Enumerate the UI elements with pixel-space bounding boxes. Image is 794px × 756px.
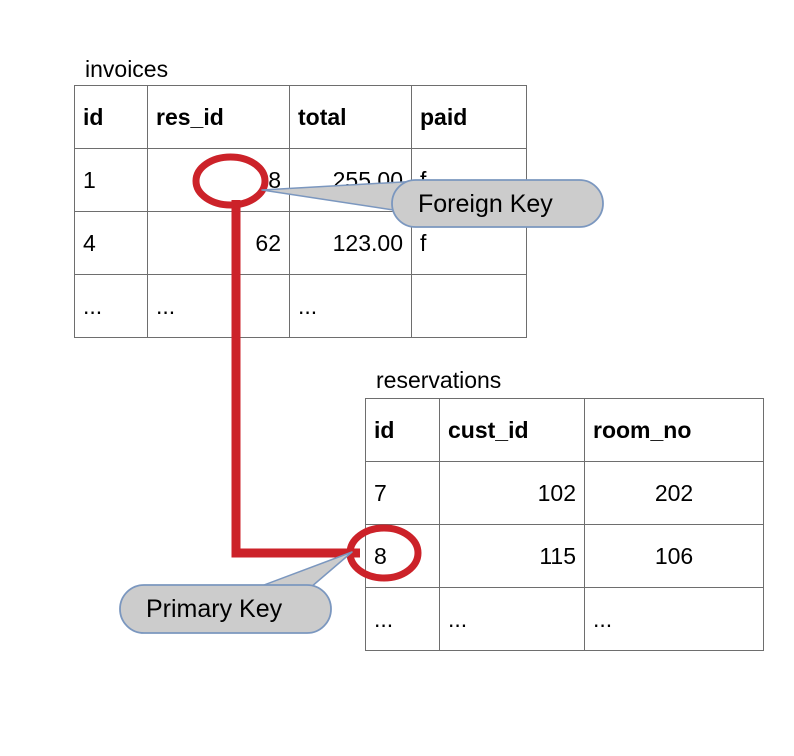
table-row: 4 62 123.00 f xyxy=(74,211,527,275)
cell-room-no: ... xyxy=(584,587,764,651)
column-header-id: id xyxy=(74,85,148,149)
cell-paid xyxy=(411,274,527,338)
cell-cust-id: ... xyxy=(439,587,585,651)
table-row: 8 115 106 xyxy=(365,524,764,588)
cell-res-id: 8 xyxy=(147,148,290,212)
cell-total: ... xyxy=(289,274,412,338)
invoices-table-title: invoices xyxy=(85,56,169,82)
cell-room-no: 202 xyxy=(584,461,764,525)
cell-res-id: 62 xyxy=(147,211,290,275)
cell-id: ... xyxy=(365,587,440,651)
foreign-key-callout-label: Foreign Key xyxy=(418,190,553,218)
primary-key-callout-label: Primary Key xyxy=(146,595,283,623)
table-row: 7 102 202 xyxy=(365,461,764,525)
table-header-row: id cust_id room_no xyxy=(365,398,764,462)
cell-cust-id: 102 xyxy=(439,461,585,525)
cell-id: ... xyxy=(74,274,148,338)
cell-id: 4 xyxy=(74,211,148,275)
cell-total: 255.00 xyxy=(289,148,412,212)
cell-paid: f xyxy=(411,211,527,275)
cell-id: 1 xyxy=(74,148,148,212)
column-header-cust-id: cust_id xyxy=(439,398,585,462)
cell-res-id: ... xyxy=(147,274,290,338)
table-row-ellipsis: ... ... ... xyxy=(365,587,764,651)
table-header-row: id res_id total paid xyxy=(74,85,527,149)
column-header-paid: paid xyxy=(411,85,527,149)
table-row-ellipsis: ... ... ... xyxy=(74,274,527,338)
cell-id: 7 xyxy=(365,461,440,525)
reservations-table: id cust_id room_no 7 102 202 8 115 106 .… xyxy=(365,398,764,651)
cell-id: 8 xyxy=(365,524,440,588)
column-header-res-id: res_id xyxy=(147,85,290,149)
reservations-table-title: reservations xyxy=(376,367,502,393)
column-header-id: id xyxy=(365,398,440,462)
column-header-room-no: room_no xyxy=(584,398,764,462)
cell-room-no: 106 xyxy=(584,524,764,588)
column-header-total: total xyxy=(289,85,412,149)
cell-total: 123.00 xyxy=(289,211,412,275)
cell-cust-id: 115 xyxy=(439,524,585,588)
